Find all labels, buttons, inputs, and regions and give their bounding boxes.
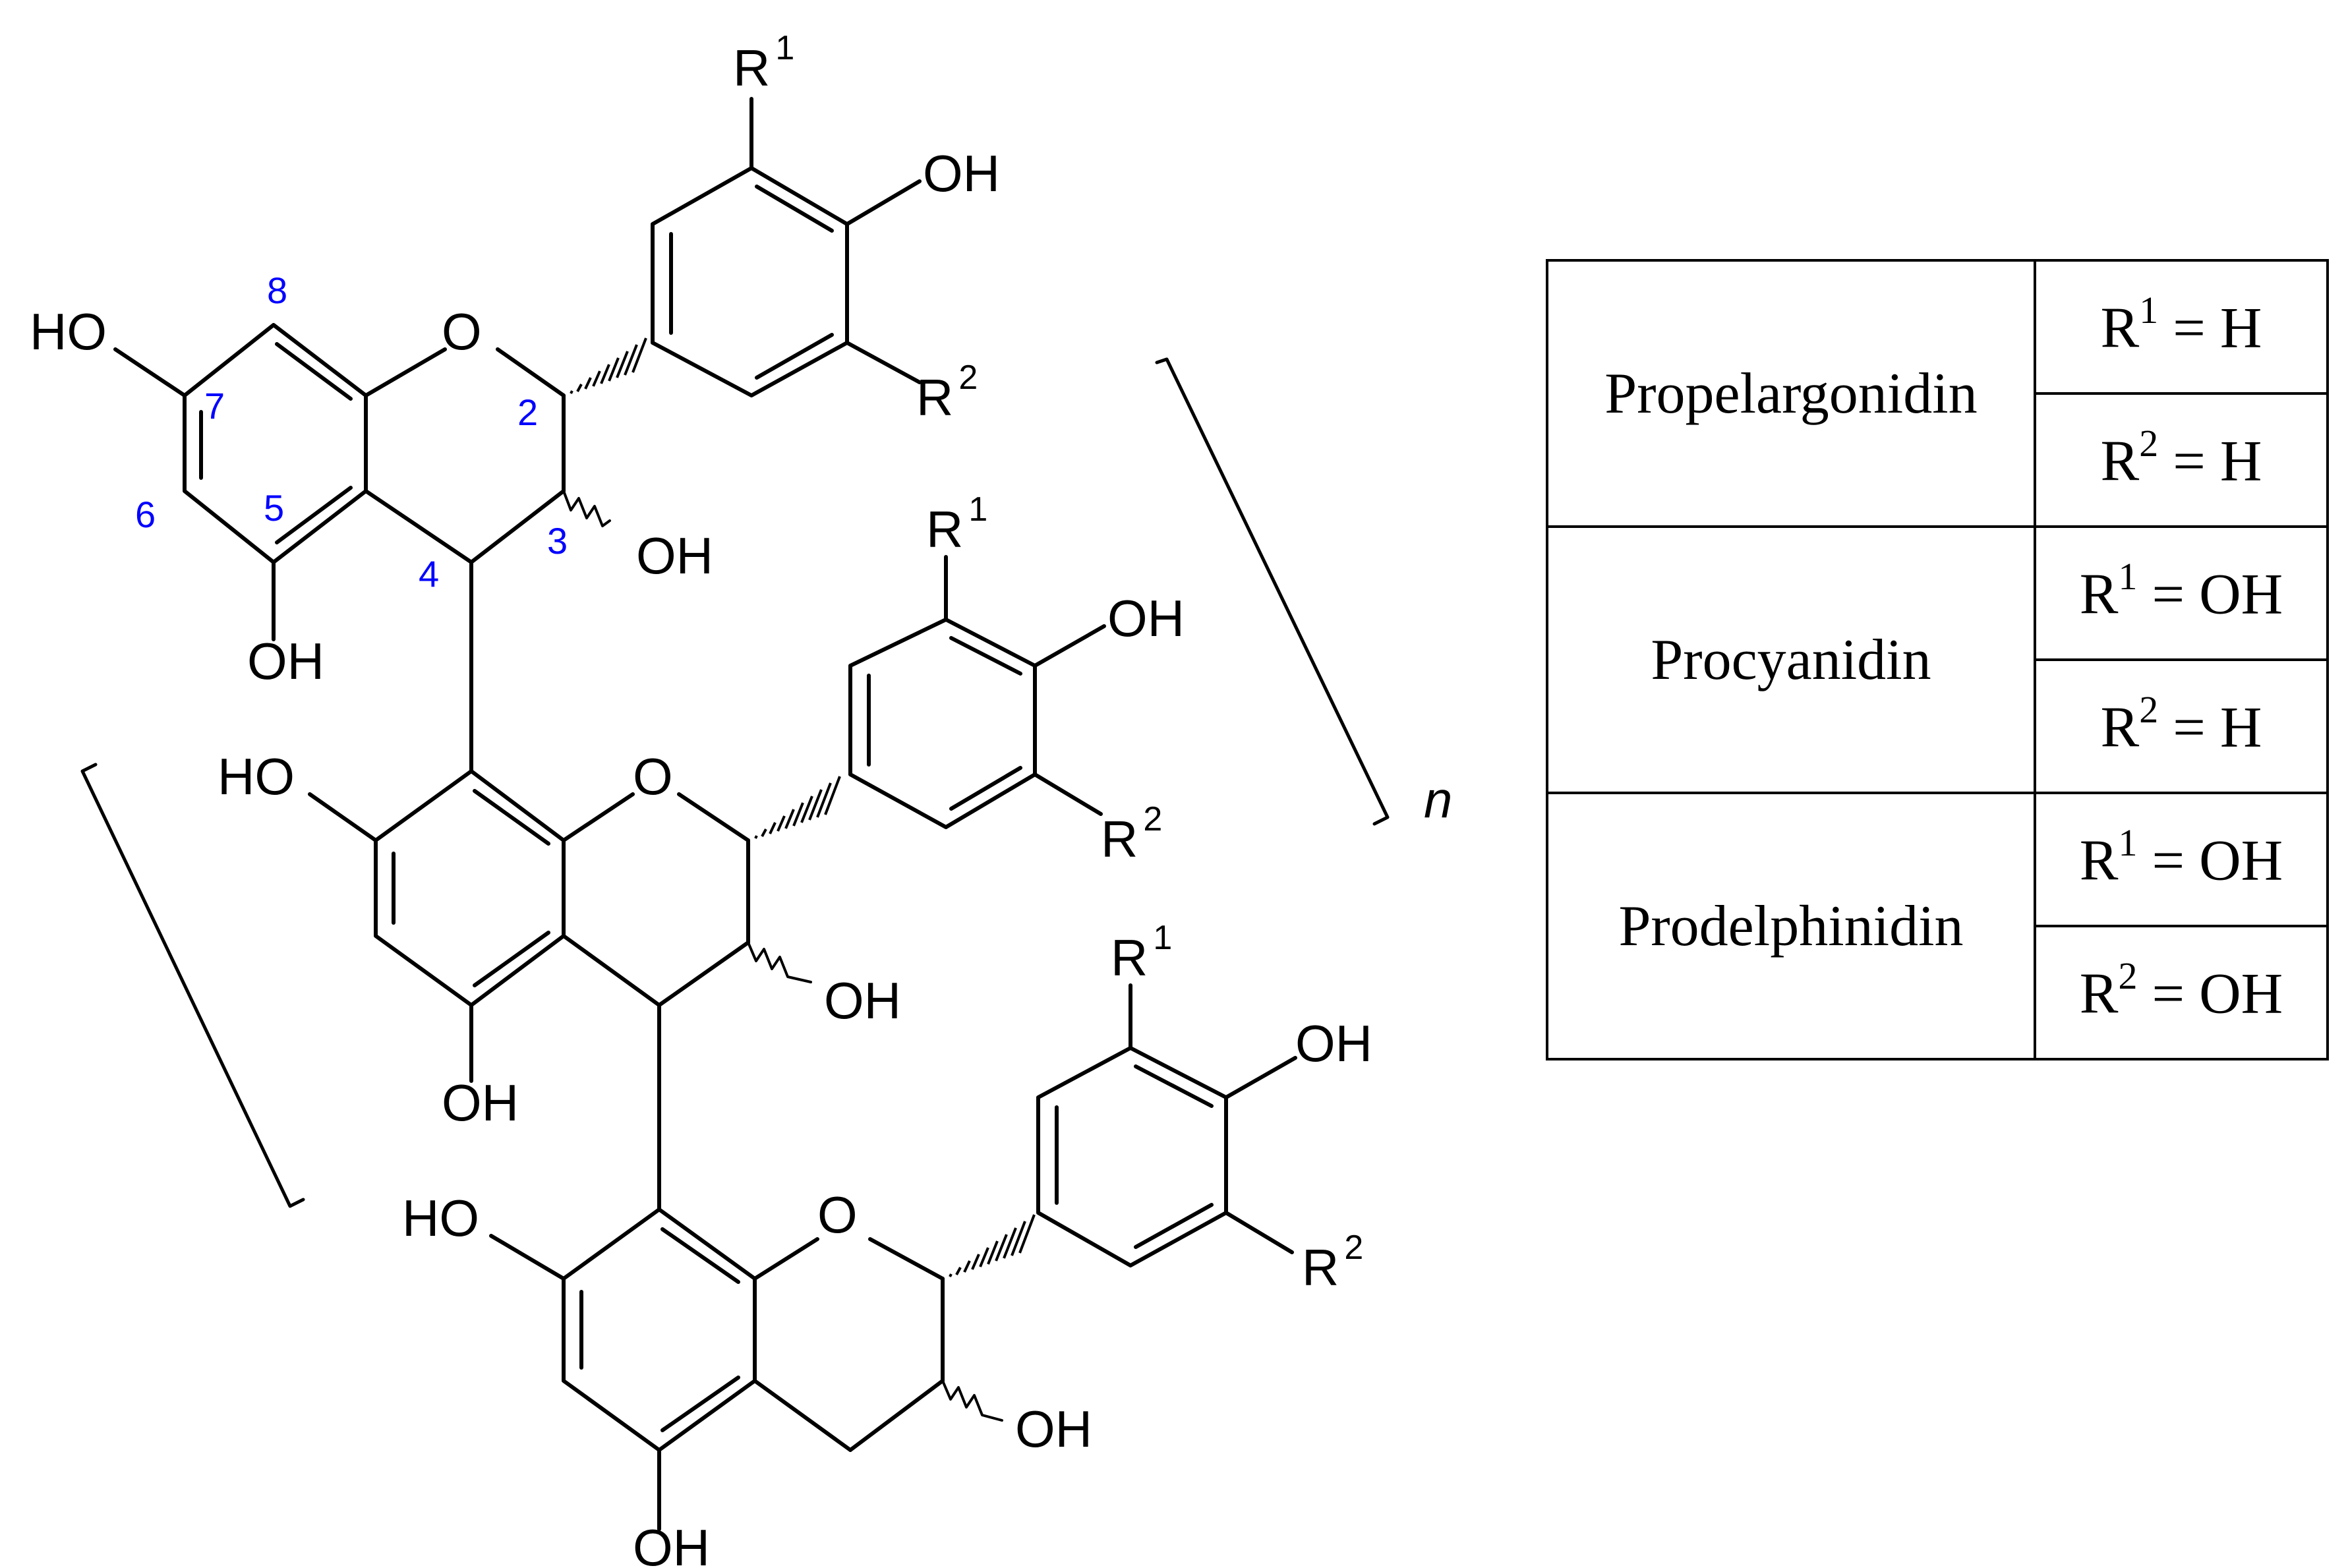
oh-4prime-unit3: OH xyxy=(1295,1014,1372,1072)
procyanidin-r2: R2 = H xyxy=(2034,658,2329,794)
oh-5-unit2: OH xyxy=(442,1074,519,1132)
procyanidin-r1: R1 = OH xyxy=(2034,525,2329,661)
oh-3-unit2: OH xyxy=(824,972,901,1030)
left-bracket xyxy=(80,763,305,1208)
unit-1 xyxy=(113,97,922,641)
compound-name-prodelphinidin: Prodelphinidin xyxy=(1546,792,2036,1060)
position-6: 6 xyxy=(135,494,156,535)
position-4: 4 xyxy=(419,553,439,595)
ring-o-unit2: O xyxy=(633,747,673,805)
ring-o-unit1: O xyxy=(442,303,482,361)
oh-4prime-unit1: OH xyxy=(923,144,1000,202)
oh-4prime-unit2: OH xyxy=(1107,589,1185,647)
repeat-index-n: n xyxy=(1424,770,1452,828)
oh-5-unit3: OH xyxy=(633,1519,710,1568)
compound-name-procyanidin: Procyanidin xyxy=(1546,525,2036,794)
position-3: 3 xyxy=(547,520,568,562)
oh-3-unit3: OH xyxy=(1015,1400,1092,1458)
legend-row-3a: Prodelphinidin R1 = OH xyxy=(1546,792,2329,1060)
unit-3 xyxy=(489,983,1297,1531)
oh-3-unit1: OH xyxy=(636,527,713,585)
propelargonidin-r2: R2 = H xyxy=(2034,392,2329,528)
unit-2 xyxy=(308,555,1106,1083)
legend-row-1a: Propelargonidin R1 = H xyxy=(1546,259,2329,528)
ho-7-unit2: HO xyxy=(218,747,295,805)
legend-row-2a: Procyanidin R1 = OH xyxy=(1546,525,2329,794)
ho-7-unit1: HO xyxy=(30,303,107,361)
legend-row-1b: R2 = H xyxy=(1547,392,2329,528)
legend-row-2b: R2 = H xyxy=(1547,658,2329,794)
position-8: 8 xyxy=(267,270,287,311)
prodelphinidin-r1: R1 = OH xyxy=(2034,792,2329,927)
compound-name-propelargonidin: Propelargonidin xyxy=(1546,259,2036,528)
position-5: 5 xyxy=(264,487,284,529)
ring-o-unit3: O xyxy=(817,1186,858,1244)
ho-7-unit3: HO xyxy=(402,1189,479,1247)
oh-5-unit1: OH xyxy=(247,632,324,690)
propelargonidin-r1: R1 = H xyxy=(2034,259,2329,395)
right-bracket xyxy=(1155,357,1390,826)
position-7: 7 xyxy=(204,385,225,426)
substituent-legend-table: Propelargonidin R1 = H R2 = H Procyanidi… xyxy=(1546,259,2329,1060)
legend-row-3b: R2 = OH xyxy=(1547,925,2329,1060)
prodelphinidin-r2: R2 = OH xyxy=(2034,925,2329,1060)
position-2: 2 xyxy=(517,392,538,433)
